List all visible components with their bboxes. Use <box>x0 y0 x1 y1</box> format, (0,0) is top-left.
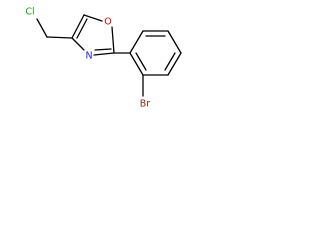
bond-o1-c2 <box>111 26 115 54</box>
bond-c4-c5 <box>71 14 85 39</box>
bond-c5-o1 <box>83 14 103 22</box>
bond-c2-n3 <box>93 52 115 56</box>
chlorine-atom-label: Cl <box>25 7 34 18</box>
bond-cl-ch2 <box>36 18 48 38</box>
bond-ph-6-1-inner <box>135 52 147 71</box>
bond-c4-c5-double <box>76 18 88 39</box>
bond-ph-4-5-inner <box>164 52 176 71</box>
bond-ph-4-5 <box>167 52 182 76</box>
bond-c2-n3-double <box>94 48 112 51</box>
bond-ch2-c4 <box>46 36 73 39</box>
bond-ph-6-1 <box>129 52 144 76</box>
oxygen-atom-label: O <box>104 17 111 28</box>
bromine-atom-label: Br <box>140 99 151 110</box>
bond-n3-c4 <box>71 37 85 51</box>
chemical-structure: Cl O N Br <box>25 7 182 110</box>
nitrogen-atom-label: N <box>85 51 92 62</box>
bond-ph-1-2 <box>129 30 144 54</box>
bond-ph-3-4 <box>167 30 182 54</box>
